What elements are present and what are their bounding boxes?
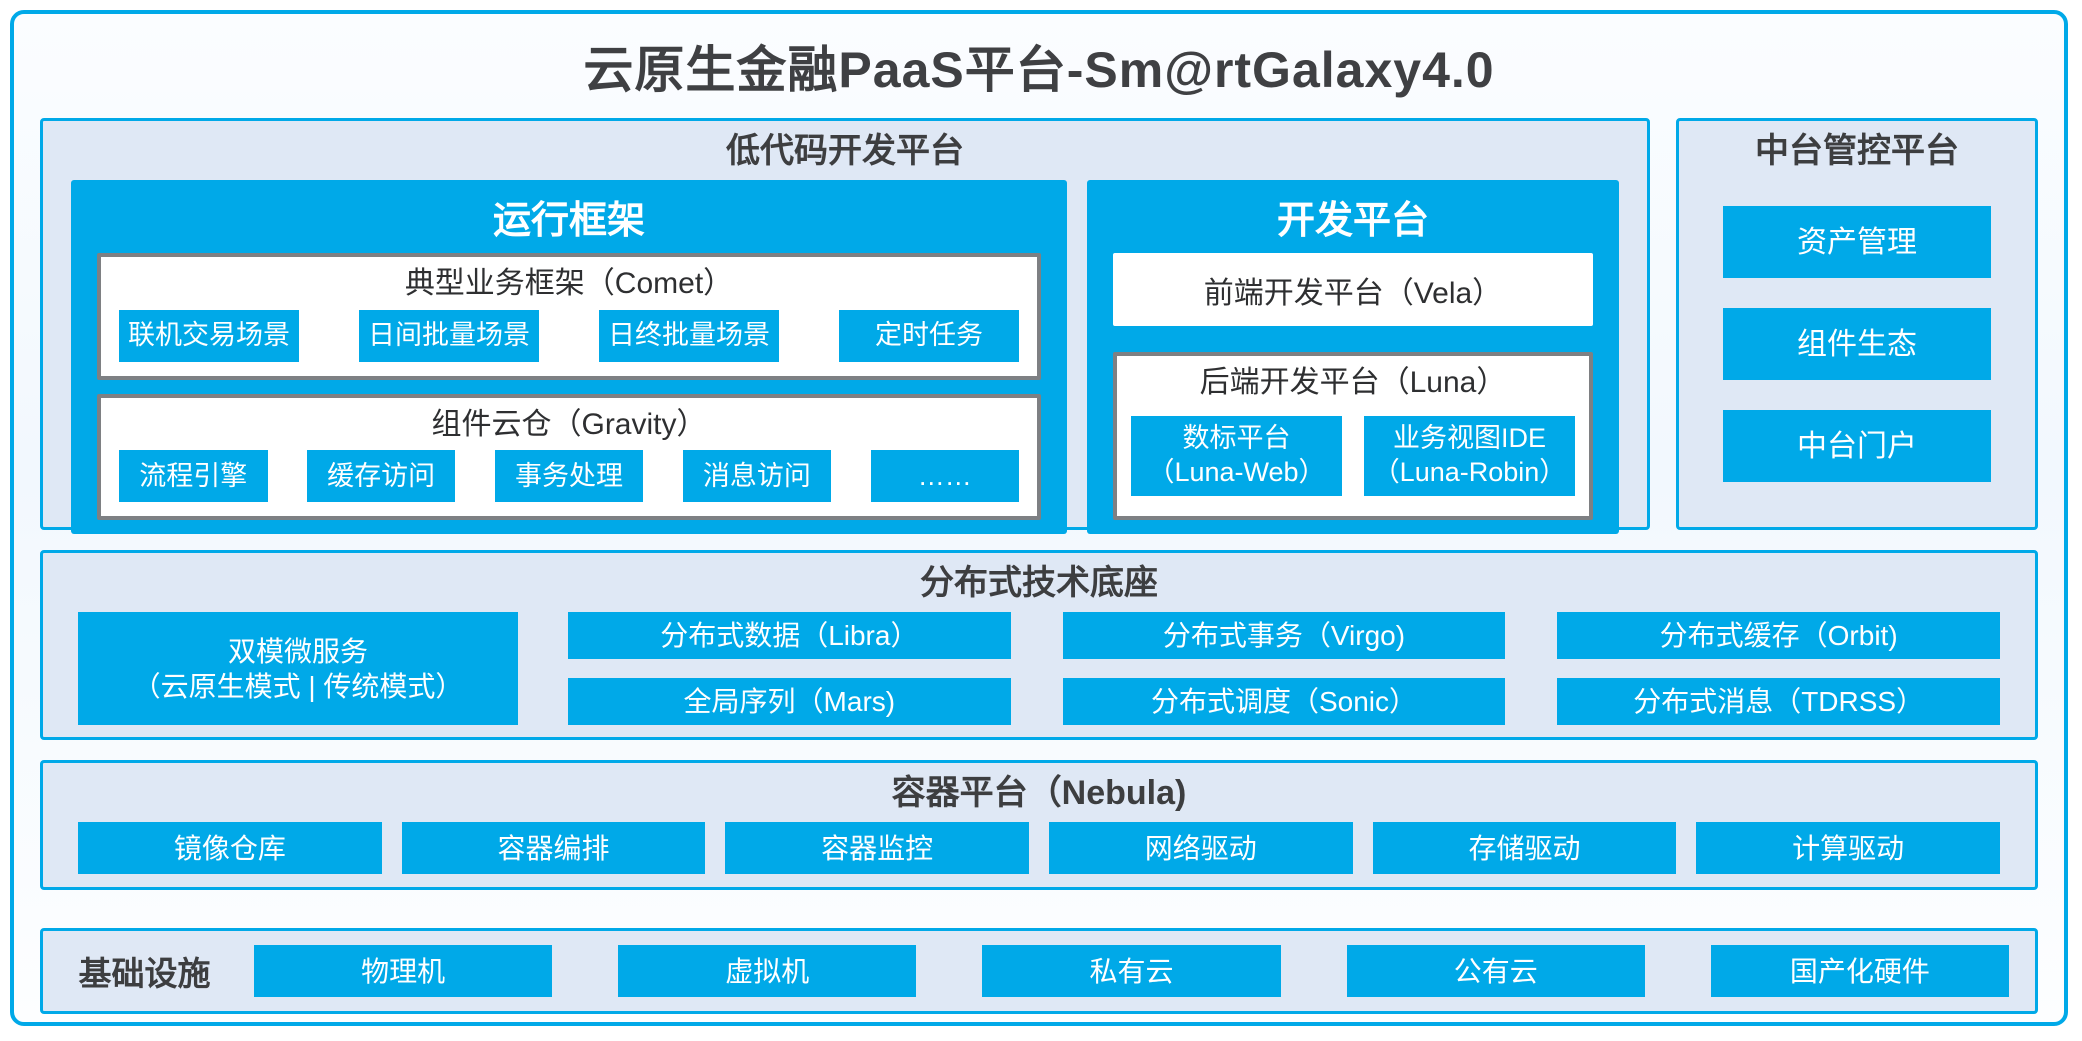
distributed-item: 分布式调度（Sonic） (1062, 677, 1506, 725)
luna-web-codename: （Luna-Web） (1147, 456, 1326, 487)
container-item: 容器编排 (401, 822, 706, 875)
comet-item: 日间批量场景 (359, 309, 539, 362)
runtime-framework-title: 运行框架 (492, 200, 645, 243)
distributed-base-panel: 分布式技术底座 双模微服务 （云原生模式 | 传统模式） 分布式数据（Libra… (40, 550, 2038, 740)
comet-box: 典型业务框架（Comet） 联机交易场景 日间批量场景 日终批量场景 定时任务 (97, 253, 1041, 380)
comet-items-row: 联机交易场景 日间批量场景 日终批量场景 定时任务 (119, 309, 1019, 362)
container-item: 存储驱动 (1372, 822, 1677, 875)
distributed-item: 分布式数据（Libra） (568, 612, 1011, 660)
infra-item: 私有云 (982, 945, 1281, 997)
distributed-item: 全局序列（Mars) (568, 677, 1011, 725)
gravity-item: 缓存访问 (306, 450, 456, 503)
comet-item: 日终批量场景 (599, 309, 779, 362)
vela-box: 前端开发平台（Vela） (1113, 253, 1593, 327)
gravity-item-ellipsis: …… (870, 450, 1019, 503)
diagram-frame: 云原生金融PaaS平台-Sm@rtGalaxy4.0 低代码开发平台 运行框架 … (10, 10, 2068, 1026)
mgmt-item: 中台门户 (1723, 410, 1991, 483)
infrastructure-panel: 基础设施 物理机 虚拟机 私有云 公有云 国产化硬件 (40, 928, 2038, 1014)
mgmt-item: 资产管理 (1723, 206, 1991, 279)
infra-item: 国产化硬件 (1710, 945, 2010, 997)
dual-mode-line2: （云原生模式 | 传统模式） (132, 670, 464, 702)
dual-mode-microservice-block: 双模微服务 （云原生模式 | 传统模式） (78, 612, 518, 726)
luna-box: 后端开发平台（Luna） 数标平台 （Luna-Web） 业务视图IDE （Lu… (1113, 352, 1593, 521)
container-items-row: 镜像仓库 容器编排 容器监控 网络驱动 存储驱动 计算驱动 (43, 822, 2035, 875)
luna-web-label: 数标平台 (1182, 422, 1291, 453)
gravity-item: 消息访问 (682, 450, 832, 503)
infrastructure-items-row: 物理机 虚拟机 私有云 公有云 国产化硬件 (254, 945, 2010, 997)
gravity-items-row: 流程引擎 缓存访问 事务处理 消息访问 …… (119, 450, 1019, 503)
infra-item: 虚拟机 (618, 945, 917, 997)
container-item: 容器监控 (725, 822, 1029, 875)
mgmt-item: 组件生态 (1723, 308, 1991, 381)
gravity-box: 组件云仓（Gravity） 流程引擎 缓存访问 事务处理 消息访问 …… (97, 393, 1041, 521)
gravity-title: 组件云仓（Gravity） (431, 407, 707, 441)
luna-items-row: 数标平台 （Luna-Web） 业务视图IDE （Luna-Robin） (1131, 409, 1575, 503)
container-platform-header: 容器平台（Nebula) (891, 774, 1187, 812)
infra-item: 物理机 (254, 945, 553, 997)
luna-robin-codename: （Luna-Robin） (1372, 456, 1567, 487)
dual-mode-line1: 双模微服务 (227, 635, 368, 667)
distributed-item: 分布式缓存（Orbit) (1557, 612, 2000, 660)
infra-item: 公有云 (1346, 945, 1645, 997)
comet-item: 联机交易场景 (119, 309, 299, 362)
distributed-grid: 分布式数据（Libra） 分布式事务（Virgo) 分布式缓存（Orbit) 全… (568, 612, 2000, 725)
midplatform-mgmt-body: 资产管理 组件生态 中台门户 (1679, 180, 2035, 483)
gravity-item: 事务处理 (494, 450, 644, 503)
gravity-item: 流程引擎 (119, 450, 268, 503)
container-item: 镜像仓库 (78, 822, 382, 875)
infrastructure-label: 基础设施 (78, 955, 211, 992)
lowcode-platform-panel: 低代码开发平台 运行框架 典型业务框架（Comet） 联机交易场景 日间批量场景… (40, 118, 1650, 535)
midplatform-mgmt-panel: 中台管控平台 资产管理 组件生态 中台门户 (1676, 118, 2038, 530)
lowcode-platform-body: 运行框架 典型业务框架（Comet） 联机交易场景 日间批量场景 日终批量场景 … (43, 180, 1647, 550)
luna-robin-block: 业务视图IDE （Luna-Robin） (1364, 415, 1575, 496)
runtime-framework-panel: 运行框架 典型业务框架（Comet） 联机交易场景 日间批量场景 日终批量场景 … (71, 180, 1067, 535)
luna-robin-label: 业务视图IDE (1392, 422, 1546, 453)
lowcode-platform-header: 低代码开发平台 (726, 132, 964, 170)
distributed-item: 分布式消息（TDRSS） (1557, 677, 2000, 725)
comet-title: 典型业务框架（Comet） (404, 267, 734, 301)
dev-platform-panel: 开发平台 前端开发平台（Vela） 后端开发平台（Luna） 数标平台 （Lun… (1087, 180, 1619, 535)
page-title: 云原生金融PaaS平台-Sm@rtGalaxy4.0 (583, 42, 1495, 98)
luna-title: 后端开发平台（Luna） (1199, 366, 1507, 400)
comet-item: 定时任务 (839, 309, 1019, 362)
dev-platform-title: 开发平台 (1276, 200, 1429, 243)
luna-web-block: 数标平台 （Luna-Web） (1131, 415, 1342, 496)
midplatform-mgmt-header: 中台管控平台 (1755, 132, 1959, 170)
distributed-item: 分布式事务（Virgo) (1062, 612, 1506, 660)
top-row: 低代码开发平台 运行框架 典型业务框架（Comet） 联机交易场景 日间批量场景… (40, 118, 2038, 535)
container-platform-panel: 容器平台（Nebula) 镜像仓库 容器编排 容器监控 网络驱动 存储驱动 计算… (40, 760, 2038, 890)
container-item: 计算驱动 (1696, 822, 2000, 875)
distributed-base-body: 双模微服务 （云原生模式 | 传统模式） 分布式数据（Libra） 分布式事务（… (43, 612, 2035, 726)
distributed-base-header: 分布式技术底座 (920, 564, 1158, 602)
container-item: 网络驱动 (1048, 822, 1353, 875)
